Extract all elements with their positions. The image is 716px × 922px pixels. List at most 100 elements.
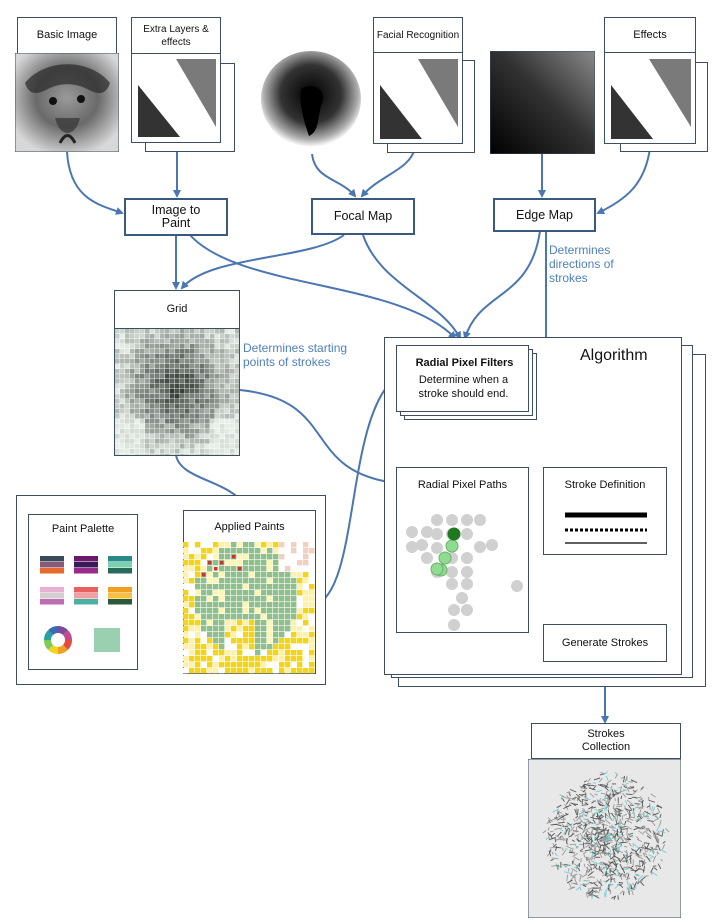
grid-cell — [210, 344, 215, 349]
stroke-mark — [606, 792, 612, 798]
stroke-mark — [606, 864, 610, 870]
grid-cell — [190, 394, 195, 399]
grid-cell — [230, 444, 235, 449]
grid-cell — [165, 449, 170, 454]
paint-cell — [279, 668, 285, 674]
stroke-mark — [658, 819, 662, 827]
palette-swatch — [108, 599, 132, 605]
paint-cell — [309, 620, 315, 626]
grid-cell — [125, 429, 130, 434]
grid-cell — [235, 434, 239, 439]
grid-cell — [145, 414, 150, 419]
stroke-mark — [578, 793, 584, 797]
stroke-mark — [582, 883, 587, 886]
grid-cell — [125, 424, 130, 429]
stroke-mark — [581, 804, 589, 806]
stroke-mark — [650, 793, 656, 798]
grid-cell — [165, 394, 170, 399]
paint-cell — [285, 578, 291, 584]
grid-cell — [140, 374, 145, 379]
stroke-mark — [595, 815, 603, 817]
paint-cell — [201, 662, 207, 668]
paint-cell — [207, 620, 213, 626]
stroke-mark — [623, 845, 628, 848]
grid-cell — [230, 424, 235, 429]
grid-cell — [140, 369, 145, 374]
paint-cell — [279, 644, 285, 650]
grid-cell — [225, 329, 230, 334]
grid-cell — [140, 359, 145, 364]
paint-cell — [207, 602, 213, 608]
grid-cell — [175, 454, 180, 455]
grid-cell — [165, 419, 170, 424]
paint-cell — [243, 566, 249, 572]
stroke-mark — [643, 842, 646, 847]
grid-cell — [150, 374, 155, 379]
grid-cell — [215, 354, 220, 359]
paint-cell — [273, 632, 279, 638]
grid-label: Grid — [166, 303, 188, 315]
paint-cell — [249, 602, 255, 608]
grid-cell — [230, 329, 235, 334]
paint-cell — [237, 590, 243, 596]
stroke-mark — [606, 863, 613, 867]
arrow-grid-to-paths — [239, 389, 397, 487]
stroke-mark — [586, 821, 590, 826]
paint-cell — [219, 650, 225, 656]
paint-cell — [273, 560, 279, 566]
paint-cell — [303, 668, 309, 674]
grid-cell — [125, 384, 130, 389]
paint-cell — [243, 668, 249, 674]
grid-cell — [175, 384, 180, 389]
grid-cell — [130, 444, 135, 449]
arrow-basic-to-imagepaint — [66, 151, 124, 215]
paint-cell — [297, 590, 303, 596]
grid-cell — [125, 444, 130, 449]
stroke-mark — [585, 834, 589, 837]
stroke-mark — [588, 858, 591, 864]
paint-cell — [309, 602, 315, 608]
paint-cell — [297, 662, 303, 668]
stroke-mark — [565, 864, 570, 868]
grid-cell — [150, 384, 155, 389]
stroke-mark — [549, 846, 556, 849]
grid-cell — [170, 429, 175, 434]
effects-label: Effects — [633, 28, 667, 41]
grid-cell — [190, 379, 195, 384]
paint-cell — [261, 542, 267, 548]
grid-cell — [190, 424, 195, 429]
paint-cell — [303, 644, 309, 650]
grid-cell — [235, 339, 239, 344]
paint-cell — [297, 584, 303, 590]
paint-cell — [213, 590, 219, 596]
grid-cell — [155, 369, 160, 374]
stroke-mark — [594, 831, 602, 835]
grid-cell — [135, 349, 140, 354]
selected-color-swatch — [94, 628, 120, 652]
paint-cell — [297, 572, 303, 578]
grid-cell — [185, 429, 190, 434]
grid-cell — [135, 419, 140, 424]
paint-cell — [201, 554, 207, 560]
arrow-focal-to-focalmap — [311, 153, 357, 198]
stroke-mark — [595, 789, 603, 793]
grid-cell — [135, 399, 140, 404]
palette-swatch — [74, 587, 98, 593]
paint-cell — [231, 608, 237, 614]
stroke-mark — [599, 838, 604, 841]
grid-cell — [230, 409, 235, 414]
grid-cell — [145, 334, 150, 339]
paint-cell — [279, 620, 285, 626]
stroke-mark — [622, 867, 626, 874]
grid-cell — [205, 374, 210, 379]
stroke-mark — [566, 879, 573, 884]
grid-cell — [145, 429, 150, 434]
paint-cell — [195, 560, 201, 566]
stroke-mark — [656, 835, 660, 843]
paint-cell — [255, 542, 261, 548]
paint-cell — [285, 632, 291, 638]
paint-cell — [279, 626, 285, 632]
stroke-mark — [642, 829, 649, 834]
grid-cell — [140, 329, 145, 334]
grid-cell — [115, 419, 120, 424]
